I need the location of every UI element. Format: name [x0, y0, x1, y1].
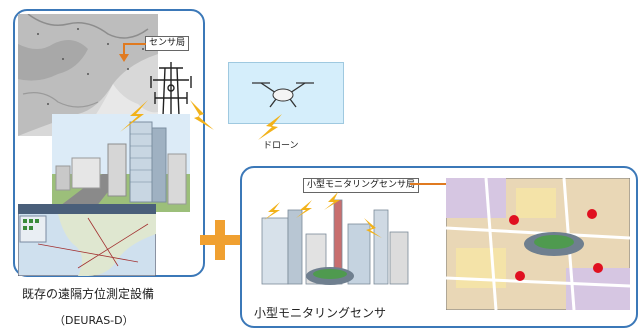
small-sensor-station-label: 小型モニタリングセンサ局	[303, 178, 420, 193]
existing-equipment-caption: 既存の遠隔方位測定設備	[22, 287, 155, 301]
sensor-station-arrow	[119, 43, 146, 62]
drone-label: ドローン	[263, 141, 299, 151]
df-system-map	[18, 204, 156, 276]
signal-bolts-left	[120, 100, 214, 132]
sensor-deployment-map	[446, 178, 630, 310]
plus-sign	[200, 220, 240, 260]
drone-icon	[252, 82, 314, 108]
city-cluster-image	[261, 192, 409, 285]
drone-signal-bolt	[258, 114, 282, 140]
small-sensor-caption: 小型モニタリングセンサ	[254, 306, 387, 320]
sensor-station-label: センサ局	[145, 36, 190, 51]
city-3d-image	[52, 114, 190, 212]
existing-equipment-subcaption: （DEURAS-D）	[54, 314, 134, 327]
antenna-tower-icon	[150, 62, 192, 117]
